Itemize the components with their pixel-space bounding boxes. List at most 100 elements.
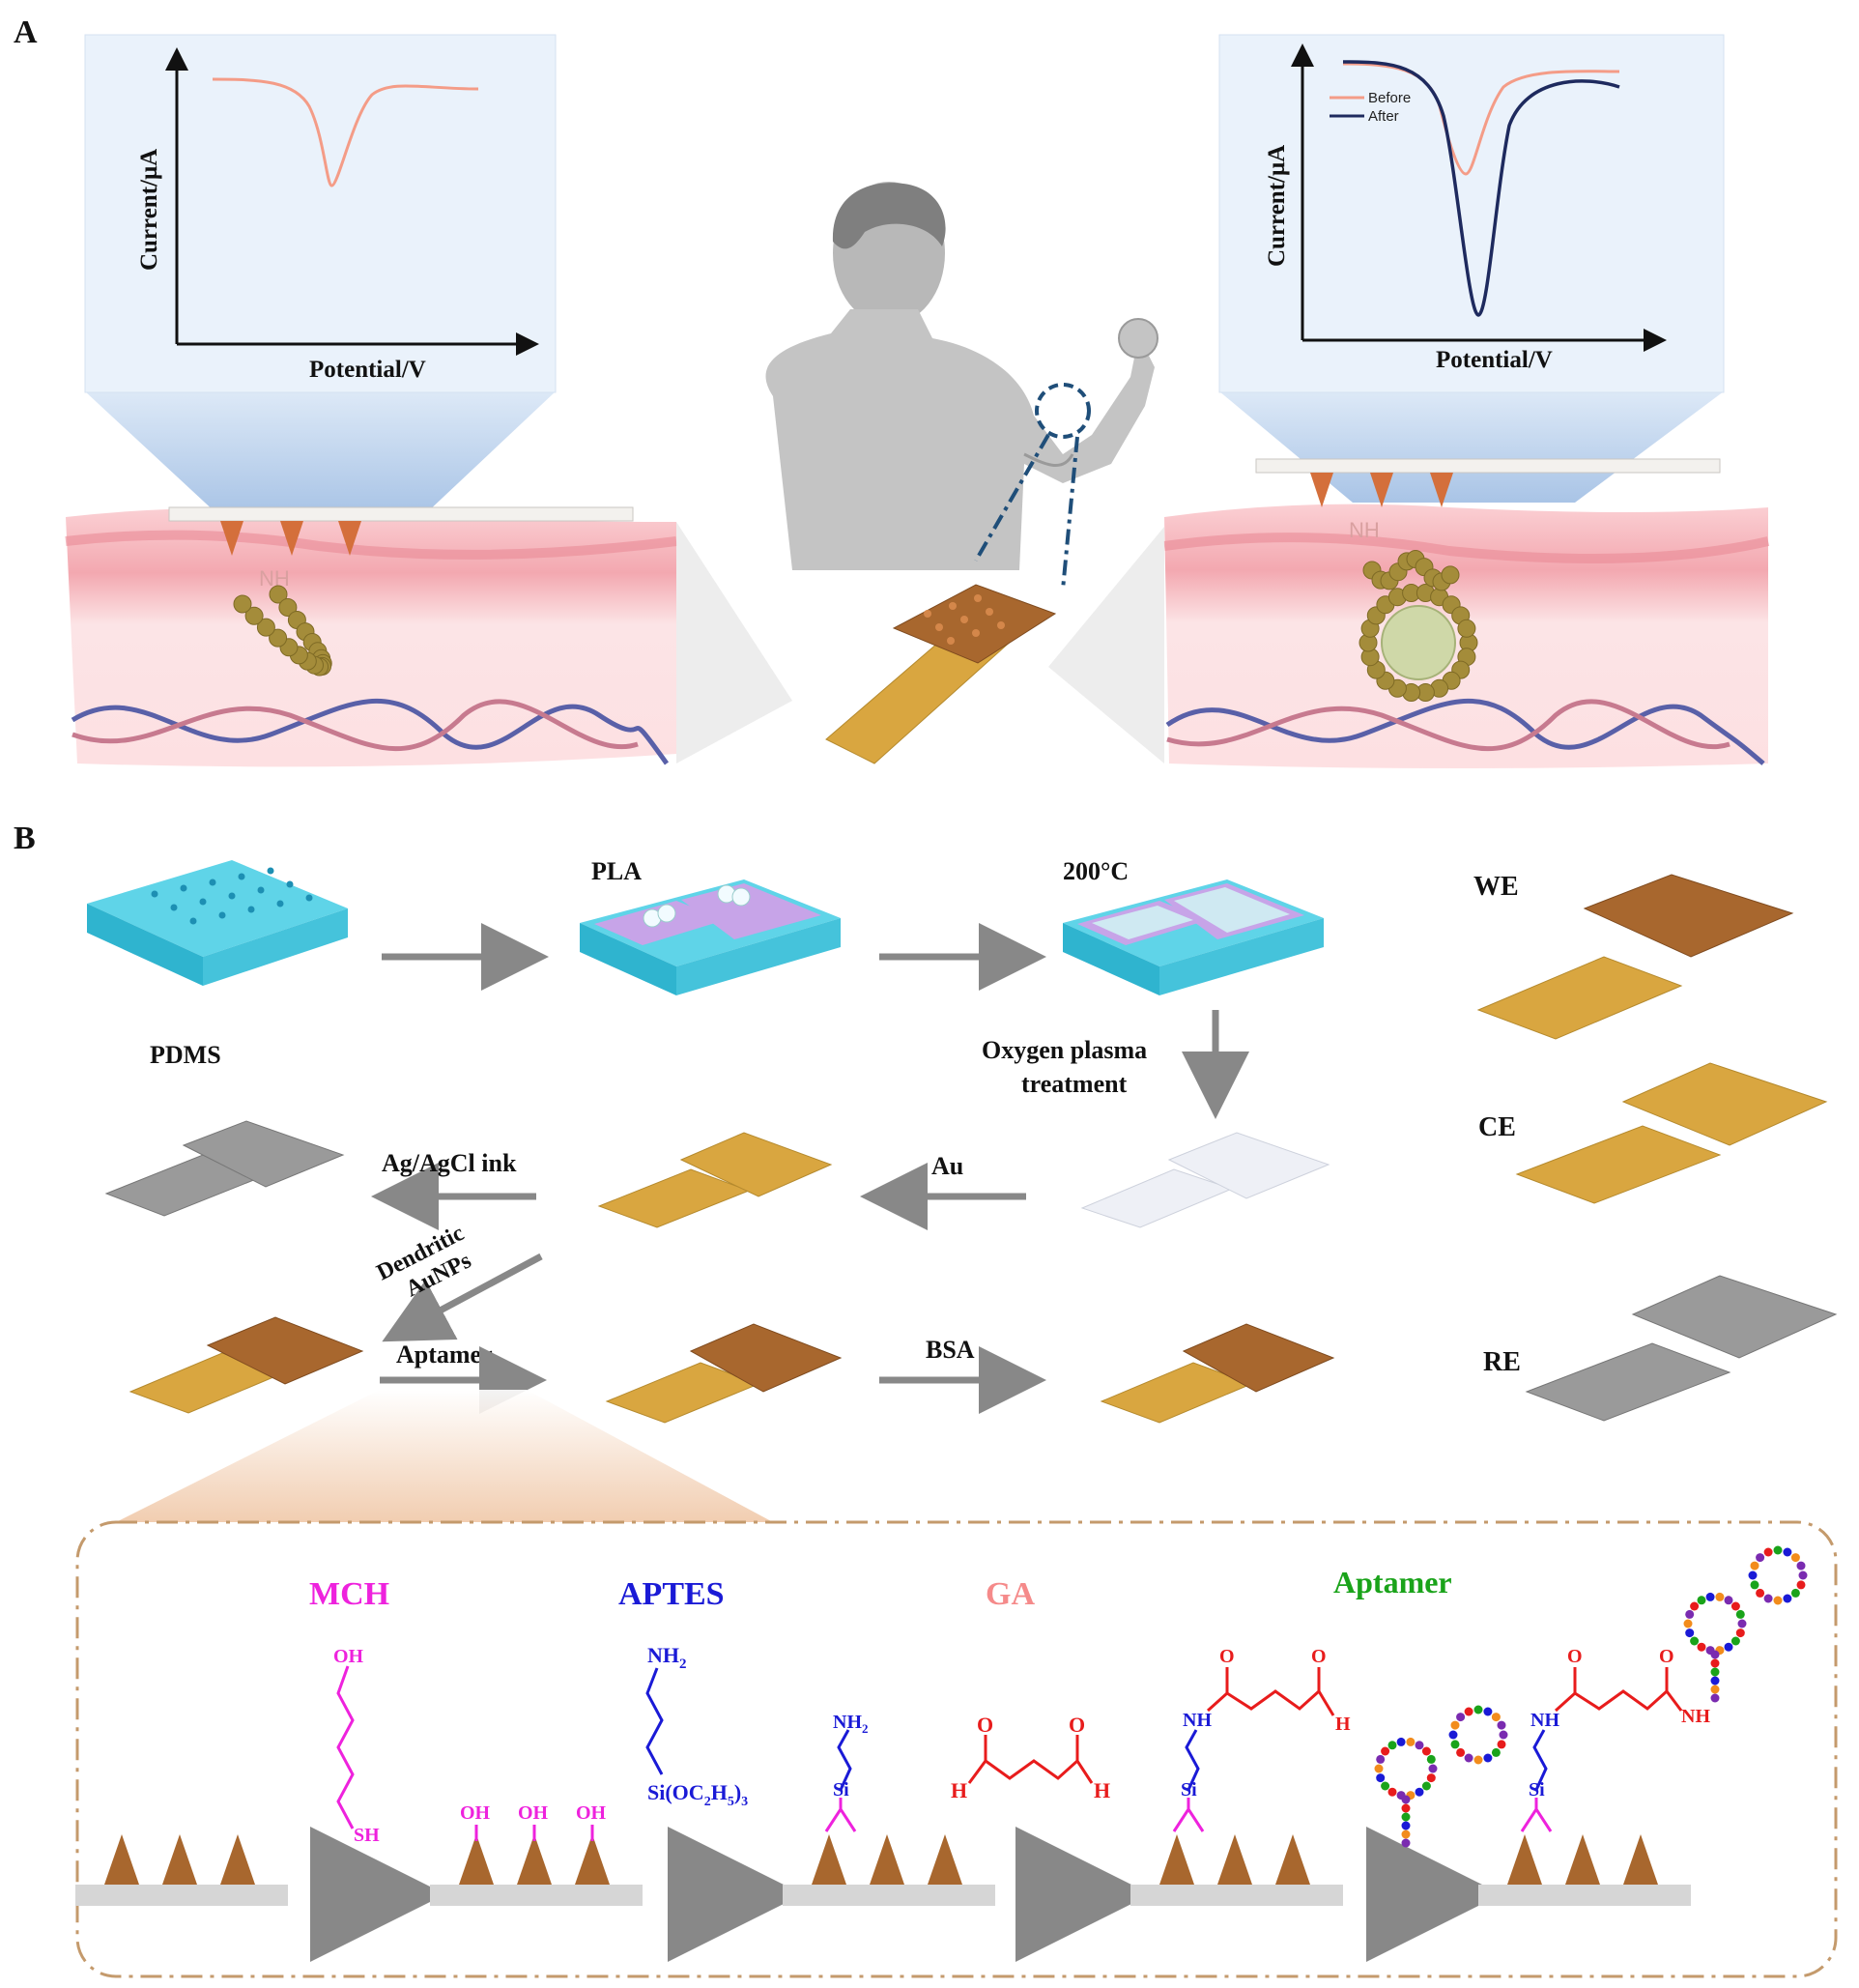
- aptamer-bead: [269, 585, 288, 604]
- aptamer-nucleotide: [1396, 1737, 1406, 1746]
- aptamer-nucleotide: [1415, 1741, 1424, 1750]
- surface-2-oh-a: OH: [460, 1802, 491, 1824]
- silver-pad: [182, 1120, 345, 1188]
- aptamer-nucleotide: [1724, 1596, 1733, 1605]
- final-electrode: [1100, 1323, 1335, 1424]
- aptamer-nucleotide: [1790, 1588, 1800, 1598]
- aptamer-bead: [1441, 565, 1460, 585]
- pla-label: PLA: [591, 857, 642, 885]
- aptamer-nucleotide: [1756, 1588, 1765, 1598]
- mold-cavity: [209, 879, 216, 886]
- surface-5-base: [1478, 1885, 1691, 1906]
- surface-5-nh-right: NH: [1681, 1706, 1710, 1727]
- aptes-silane-sub3: 3: [741, 1795, 748, 1809]
- surface-2-cone-c: [575, 1834, 610, 1885]
- surface-3-propyl: [837, 1729, 852, 1791]
- right-microneedle-2: [1370, 473, 1393, 507]
- surface-3-cone-c: [928, 1834, 962, 1885]
- right-skin-band: [1163, 533, 1770, 563]
- aptamer-nucleotide: [1705, 1592, 1715, 1601]
- ga-o-left: O: [977, 1713, 993, 1737]
- microneedle-tip: [974, 594, 982, 602]
- human-arm-outline: [1023, 452, 1074, 468]
- aptamer-bead: [269, 628, 288, 648]
- ce-label: CE: [1478, 1112, 1516, 1142]
- aptamer-nucleotide: [1697, 1596, 1706, 1605]
- ga-title: GA: [986, 1576, 1035, 1612]
- ga-h-right: H: [1094, 1778, 1110, 1802]
- right-zoom-connector: [1048, 527, 1164, 764]
- left-zoom-connector: [676, 522, 792, 764]
- legend-after-label: After: [1368, 108, 1399, 125]
- right-plot-ylabel: Current/μA: [1264, 145, 1290, 267]
- pdms-front: [87, 904, 203, 986]
- surface-4-nh: NH: [1183, 1710, 1212, 1731]
- human-hair: [832, 183, 946, 249]
- surface-3: [783, 1729, 995, 1906]
- silver-electrode: [104, 1120, 345, 1217]
- ce-strip: [1515, 1125, 1722, 1204]
- aptamer-nucleotide: [1401, 1803, 1411, 1813]
- aptes-nh2: NH2: [647, 1643, 687, 1672]
- microneedle-tip: [986, 608, 993, 616]
- plasma-label-line2: treatment: [1021, 1070, 1128, 1098]
- plasma-label-line1: Oxygen plasma: [982, 1036, 1147, 1064]
- aptamer-nucleotide: [1456, 1713, 1466, 1722]
- surface-4-cone-c: [1275, 1834, 1310, 1885]
- aptamer-nucleotide: [1381, 1781, 1390, 1791]
- ga-molecule: [967, 1735, 1094, 1784]
- aptamer-nucleotide: [1730, 1601, 1740, 1611]
- aptamer-nucleotide: [1499, 1730, 1508, 1740]
- bsa-label: BSA: [926, 1336, 975, 1364]
- aptamer-nucleotide: [1448, 1730, 1458, 1740]
- surface-1-base: [75, 1885, 288, 1906]
- aptamer-nucleotide: [1473, 1705, 1483, 1714]
- aptamer-nucleotide: [1798, 1570, 1808, 1580]
- panel-label-b: B: [14, 821, 36, 856]
- right-microneedle-3: [1430, 473, 1453, 507]
- surface-1-cone-a: [104, 1834, 139, 1885]
- surface-3-base: [783, 1885, 995, 1906]
- gold-pad: [679, 1132, 833, 1197]
- legend-before-label: Before: [1368, 90, 1411, 106]
- panel-label-a: A: [14, 14, 38, 50]
- surface-5-propyl: [1532, 1729, 1548, 1791]
- surface-3-si: Si: [833, 1779, 849, 1801]
- surface-1-cone-c: [220, 1834, 255, 1885]
- microneedle-tip: [935, 623, 943, 631]
- aptamer-nucleotide: [1750, 1580, 1759, 1590]
- left-skin-section: NH: [65, 506, 792, 767]
- aptamer-nucleotide: [1763, 1594, 1773, 1603]
- human-fist: [1118, 318, 1158, 359]
- marker-leader-right: [1061, 436, 1079, 591]
- aptamer-nucleotide: [1715, 1592, 1725, 1601]
- aptamer-nucleotide: [1387, 1741, 1397, 1750]
- pdms-top: [87, 860, 348, 957]
- pla-front: [580, 923, 676, 995]
- heated-melt-left: [1092, 906, 1193, 939]
- aptamer-nucleotide: [1497, 1720, 1506, 1730]
- center-electrode-needles: [924, 594, 1005, 645]
- surface-3-siloxane: [824, 1798, 857, 1832]
- surface-2-base: [430, 1885, 643, 1906]
- surface-4-h: H: [1335, 1714, 1351, 1735]
- aptamer-nucleotide: [1483, 1707, 1493, 1716]
- right-patch-strip: [1255, 458, 1721, 474]
- left-plot-box: [84, 34, 557, 393]
- aptamer-nucleotide: [1464, 1753, 1473, 1763]
- aptamer-bead: [278, 598, 298, 617]
- aptamer-nucleotide: [1750, 1561, 1759, 1570]
- mold-cavity: [247, 906, 255, 913]
- microneedle-tip: [947, 637, 955, 645]
- aptamer-nucleotide: [1763, 1547, 1773, 1557]
- pdms-cavities: [151, 867, 313, 925]
- aptamer-nucleotide: [1710, 1658, 1720, 1668]
- aptes-nh2-n: NH: [647, 1643, 679, 1667]
- surface-4-si: Si: [1181, 1779, 1197, 1801]
- surface-3-nh2-sub: 2: [862, 1721, 869, 1736]
- au-label: Au: [931, 1152, 963, 1180]
- aptamer-nucleotide: [1697, 1642, 1706, 1652]
- aptamer-nucleotide: [1401, 1812, 1411, 1822]
- aptes-silane-text: Si(OC: [647, 1780, 704, 1804]
- right-fiber-blue: [1165, 698, 1765, 765]
